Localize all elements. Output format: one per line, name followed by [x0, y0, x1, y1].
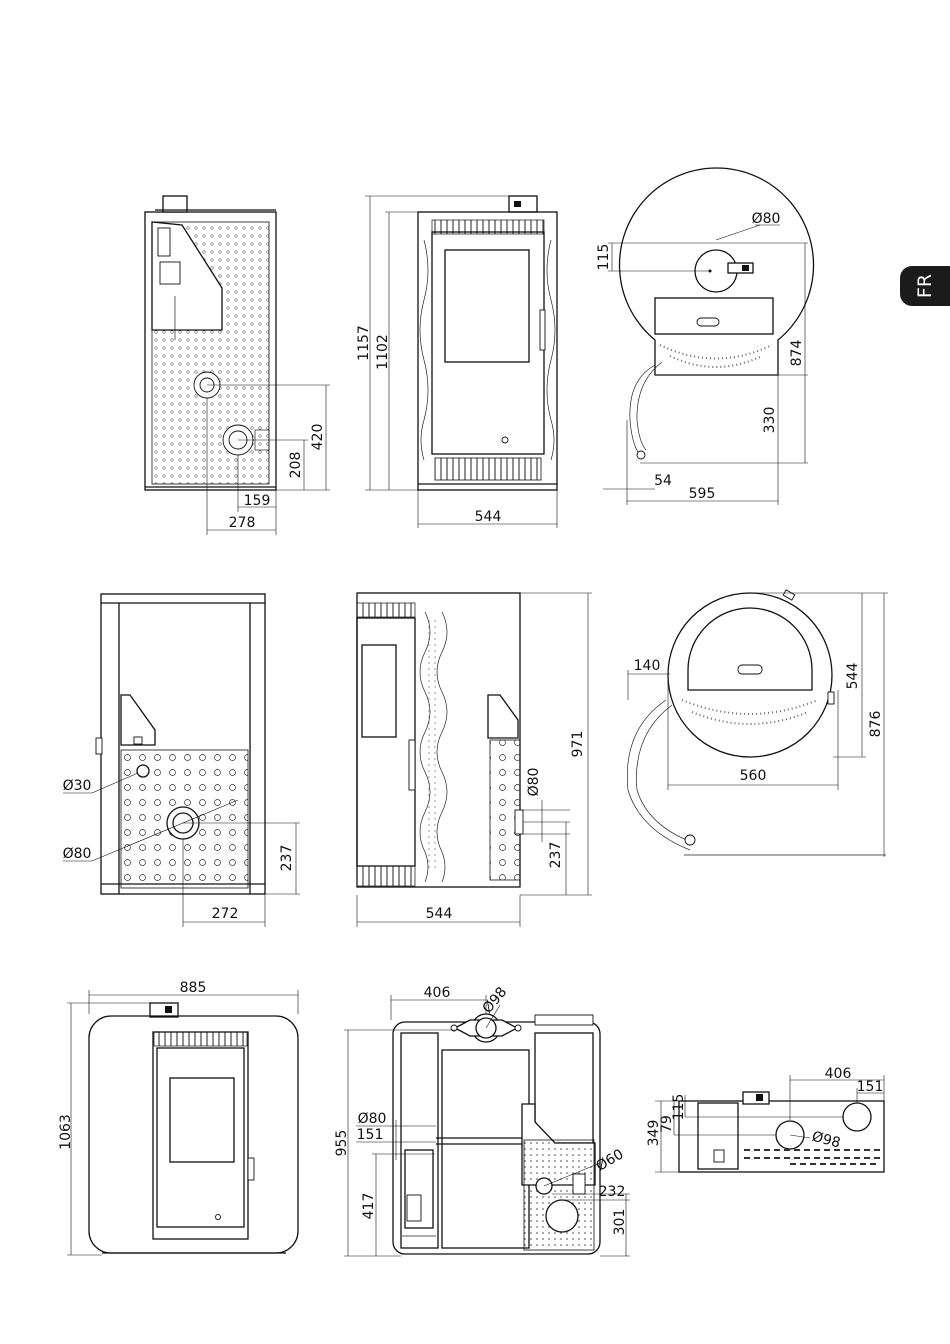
dia-98-plan: Ø98: [810, 1129, 842, 1152]
dia-60: Ø60: [594, 1146, 627, 1174]
dim-876: 876: [868, 711, 884, 738]
dim-1157: 1157: [356, 325, 372, 361]
dim-874: 874: [789, 340, 805, 367]
dim-151-plan: 151: [857, 1079, 884, 1095]
dim-301: 301: [612, 1209, 628, 1236]
view-front-bottom: 885 1063: [58, 980, 298, 1255]
view-top-plan-bottom: 406 151 349 79 115 Ø98: [646, 1066, 884, 1172]
view-front-top: 1157 1102 544: [356, 196, 557, 528]
view-section-bottom: 406 Ø98 Ø80 151 955 417 Ø60 232 301: [334, 984, 630, 1256]
dim-544-plan: 544: [845, 663, 861, 690]
dia-98: Ø98: [480, 984, 511, 1016]
dim-232: 232: [599, 1184, 626, 1200]
dim-595: 595: [689, 486, 716, 502]
view-plan-middle: 140 544 876 560: [627, 590, 888, 857]
dim-159: 159: [244, 493, 271, 509]
dim-140: 140: [634, 658, 661, 674]
dim-406: 406: [424, 985, 451, 1001]
dim-1063: 1063: [58, 1114, 74, 1150]
dim-1102: 1102: [375, 334, 391, 370]
dim-971: 971: [570, 731, 586, 758]
control-panel-icon-front: [509, 196, 537, 212]
dim-272: 272: [212, 906, 239, 922]
dim-151: 151: [357, 1127, 384, 1143]
view-side-top-left: 420 208 159 278: [145, 196, 330, 535]
dim-406-plan: 406: [825, 1066, 852, 1082]
brand-logo-icon: [502, 437, 508, 443]
dim-560: 560: [740, 768, 767, 784]
dia-80-section: Ø80: [358, 1111, 387, 1127]
dim-115-plan: 115: [671, 1094, 687, 1121]
dia-80-rear: Ø80: [63, 846, 92, 862]
view-rear-middle: Ø30 Ø80 237 272: [63, 594, 300, 927]
brand-logo-icon-bottom: [216, 1215, 221, 1220]
dim-208: 208: [288, 452, 304, 479]
dim-885: 885: [180, 980, 207, 996]
dia-80: Ø80: [752, 211, 781, 227]
dim-420: 420: [310, 424, 326, 451]
dim-330: 330: [762, 407, 778, 434]
dim-115: 115: [596, 244, 612, 271]
dim-544: 544: [475, 509, 502, 525]
dim-955: 955: [334, 1130, 350, 1157]
dim-237-side: 237: [548, 842, 564, 869]
view-plan-top: Ø80 115 874 330 54 595: [596, 168, 814, 505]
dim-237: 237: [279, 845, 295, 872]
control-panel-icon-bottom: [150, 1003, 178, 1017]
view-side-middle: 971 Ø80 237 544: [357, 593, 592, 927]
dim-278: 278: [229, 515, 256, 531]
dim-54: 54: [654, 473, 672, 489]
dim-417: 417: [361, 1193, 377, 1220]
dim-544-side: 544: [426, 906, 453, 922]
dia-80-side: Ø80: [526, 768, 542, 797]
dia-30: Ø30: [63, 778, 92, 794]
